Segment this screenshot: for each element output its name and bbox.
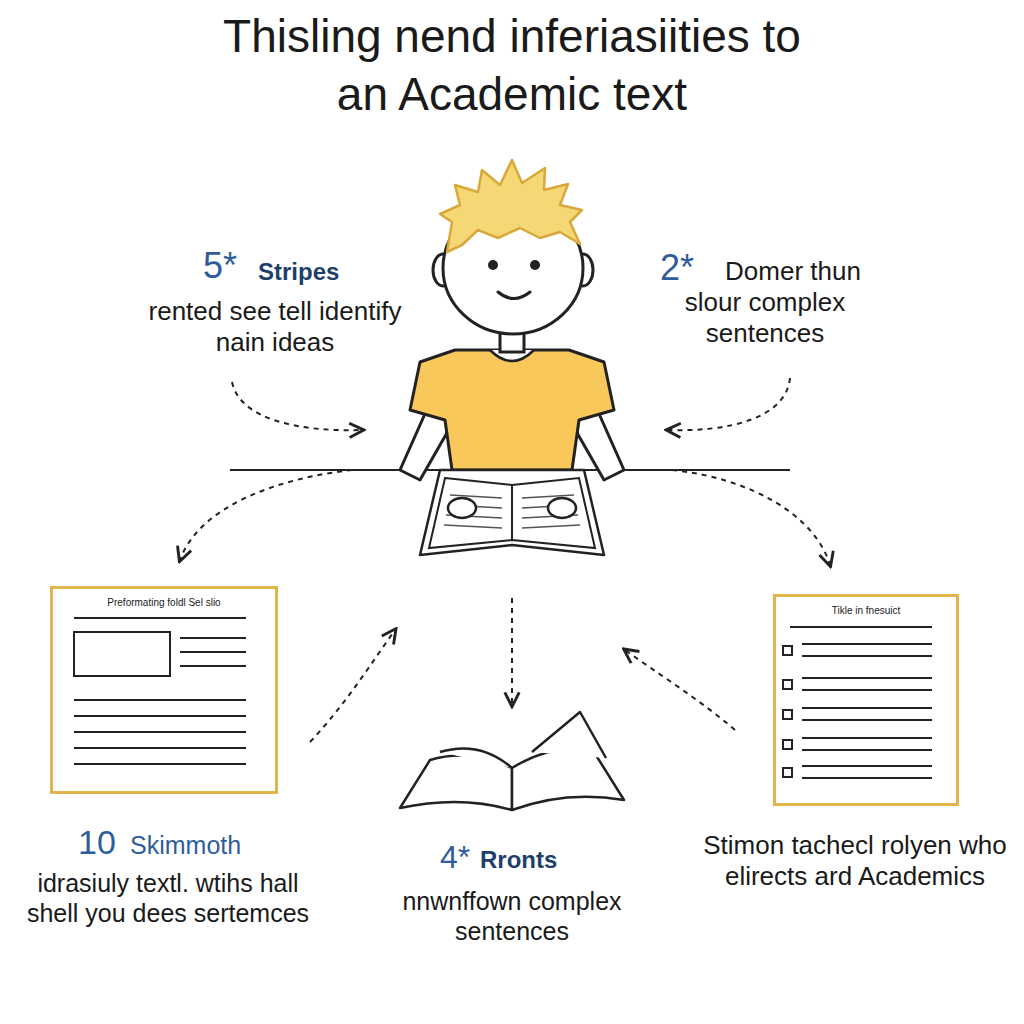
step-text: nnwnffown complex sentences <box>372 886 652 946</box>
step-text: rented see tell identify nain ideas <box>145 296 405 358</box>
step-heading: Stripes <box>258 258 339 287</box>
step-text: Domer thun slour complex sentences <box>640 256 890 350</box>
document-box: Tikle in fnesuict <box>773 594 959 806</box>
box-heading: Tikle in fnesuict <box>776 605 956 616</box>
step-heading: Rronts <box>480 846 557 875</box>
box-heading: Preformating foldl Sel slio <box>53 597 275 608</box>
callout-number: 2* <box>660 246 694 289</box>
callout-number: 10 <box>78 822 116 863</box>
document-box: Preformating foldl Sel slio <box>50 586 278 794</box>
callout-number: 5* <box>203 244 237 287</box>
callout-number: 4* <box>440 838 470 876</box>
step-text: Stimon tachecl rolyen who elirects ard A… <box>700 830 1010 892</box>
step-text: idrasiuly textl. wtihs hall shell you de… <box>18 868 318 928</box>
step-heading: Skimmoth <box>130 830 241 860</box>
diagram-title: Thisling nend inferiasiities to an Acade… <box>207 8 817 123</box>
